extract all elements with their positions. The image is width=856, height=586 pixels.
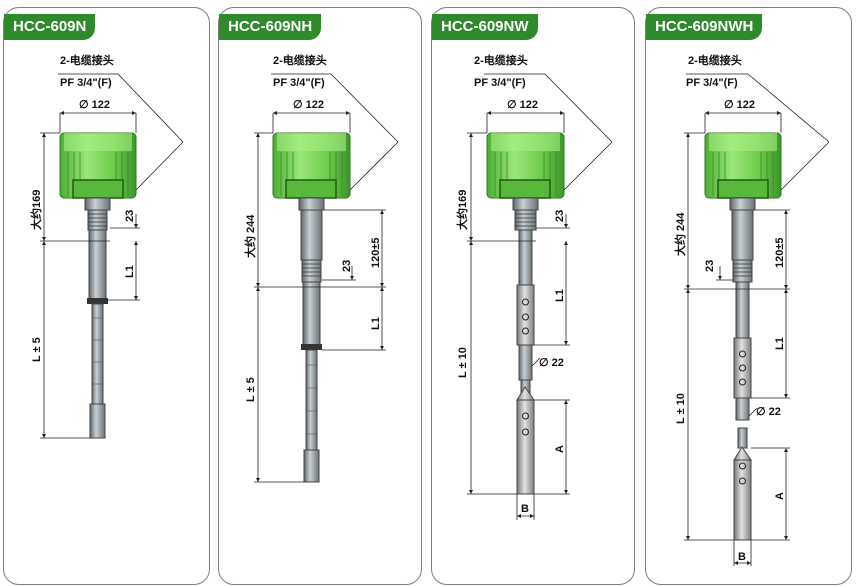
dim-l1: L1 — [370, 317, 382, 330]
model-badge: HCC-609N — [4, 14, 96, 40]
cable-label: 2-电缆接头 — [474, 53, 528, 67]
cable-label: 2-电缆接头 — [273, 53, 327, 67]
drawing-hcc-609nw: 2-电缆接头 PF 3/4"(F) ∅ 122 大约169 L ± 10 23 … — [455, 53, 613, 520]
length-label: L ± 5 — [245, 377, 257, 402]
dim-l1: L1 — [124, 265, 136, 278]
diameter-label: ∅ 122 — [293, 99, 324, 111]
dim-d22: ∅ 22 — [539, 357, 564, 369]
dim-l1: L1 — [554, 289, 566, 302]
thread-label: PF 3/4"(F) — [474, 77, 526, 89]
cable-label: 2-电缆接头 — [688, 53, 742, 67]
dim-b: B — [738, 551, 746, 563]
height-label: 大约 244 — [673, 212, 687, 256]
drawing-hcc-609nwh: 2-电缆接头 PF 3/4"(F) ∅ 122 大约 244 L ± 10 12… — [673, 53, 830, 566]
length-label: L ± 5 — [31, 337, 43, 362]
model-badge: HCC-609NWH — [646, 14, 763, 40]
dim-d22: ∅ 22 — [756, 406, 781, 418]
dim-a: A — [774, 492, 786, 500]
model-badge: HCC-609NH — [219, 14, 322, 40]
thread-label: PF 3/4"(F) — [273, 77, 325, 89]
dim-a: A — [554, 445, 566, 453]
dim-23: 23 — [704, 260, 716, 272]
panel-hcc-609nh: HCC-609NH — [218, 7, 422, 585]
diameter-label: ∅ 122 — [79, 99, 110, 111]
length-label: L ± 10 — [675, 393, 687, 424]
thread-label: PF 3/4"(F) — [60, 77, 112, 89]
height-label: 大约169 — [455, 190, 469, 230]
dim-23: 23 — [124, 210, 136, 222]
dim-120: 120±5 — [370, 237, 382, 268]
height-label: 大约 244 — [243, 214, 257, 258]
dim-l1: L1 — [774, 337, 786, 350]
drawing-hcc-609nh: 2-电缆接头 PF 3/4"(F) ∅ 122 大约 244 L ± 5 120… — [243, 53, 399, 483]
dim-120: 120±5 — [774, 237, 786, 268]
cable-label: 2-电缆接头 — [60, 53, 114, 67]
model-badge: HCC-609NW — [432, 14, 538, 40]
height-label: 大约169 — [29, 190, 43, 230]
drawing-hcc-609n: 2-电缆接头 PF 3/4"(F) ∅ 122 大约169 L ± 5 23 L… — [29, 53, 184, 439]
dim-23: 23 — [554, 210, 566, 222]
diameter-label: ∅ 122 — [507, 99, 538, 111]
diameter-label: ∅ 122 — [724, 99, 755, 111]
dim-23: 23 — [341, 260, 353, 272]
thread-label: PF 3/4"(F) — [686, 77, 738, 89]
length-label: L ± 10 — [457, 347, 469, 378]
dim-b: B — [521, 503, 529, 515]
